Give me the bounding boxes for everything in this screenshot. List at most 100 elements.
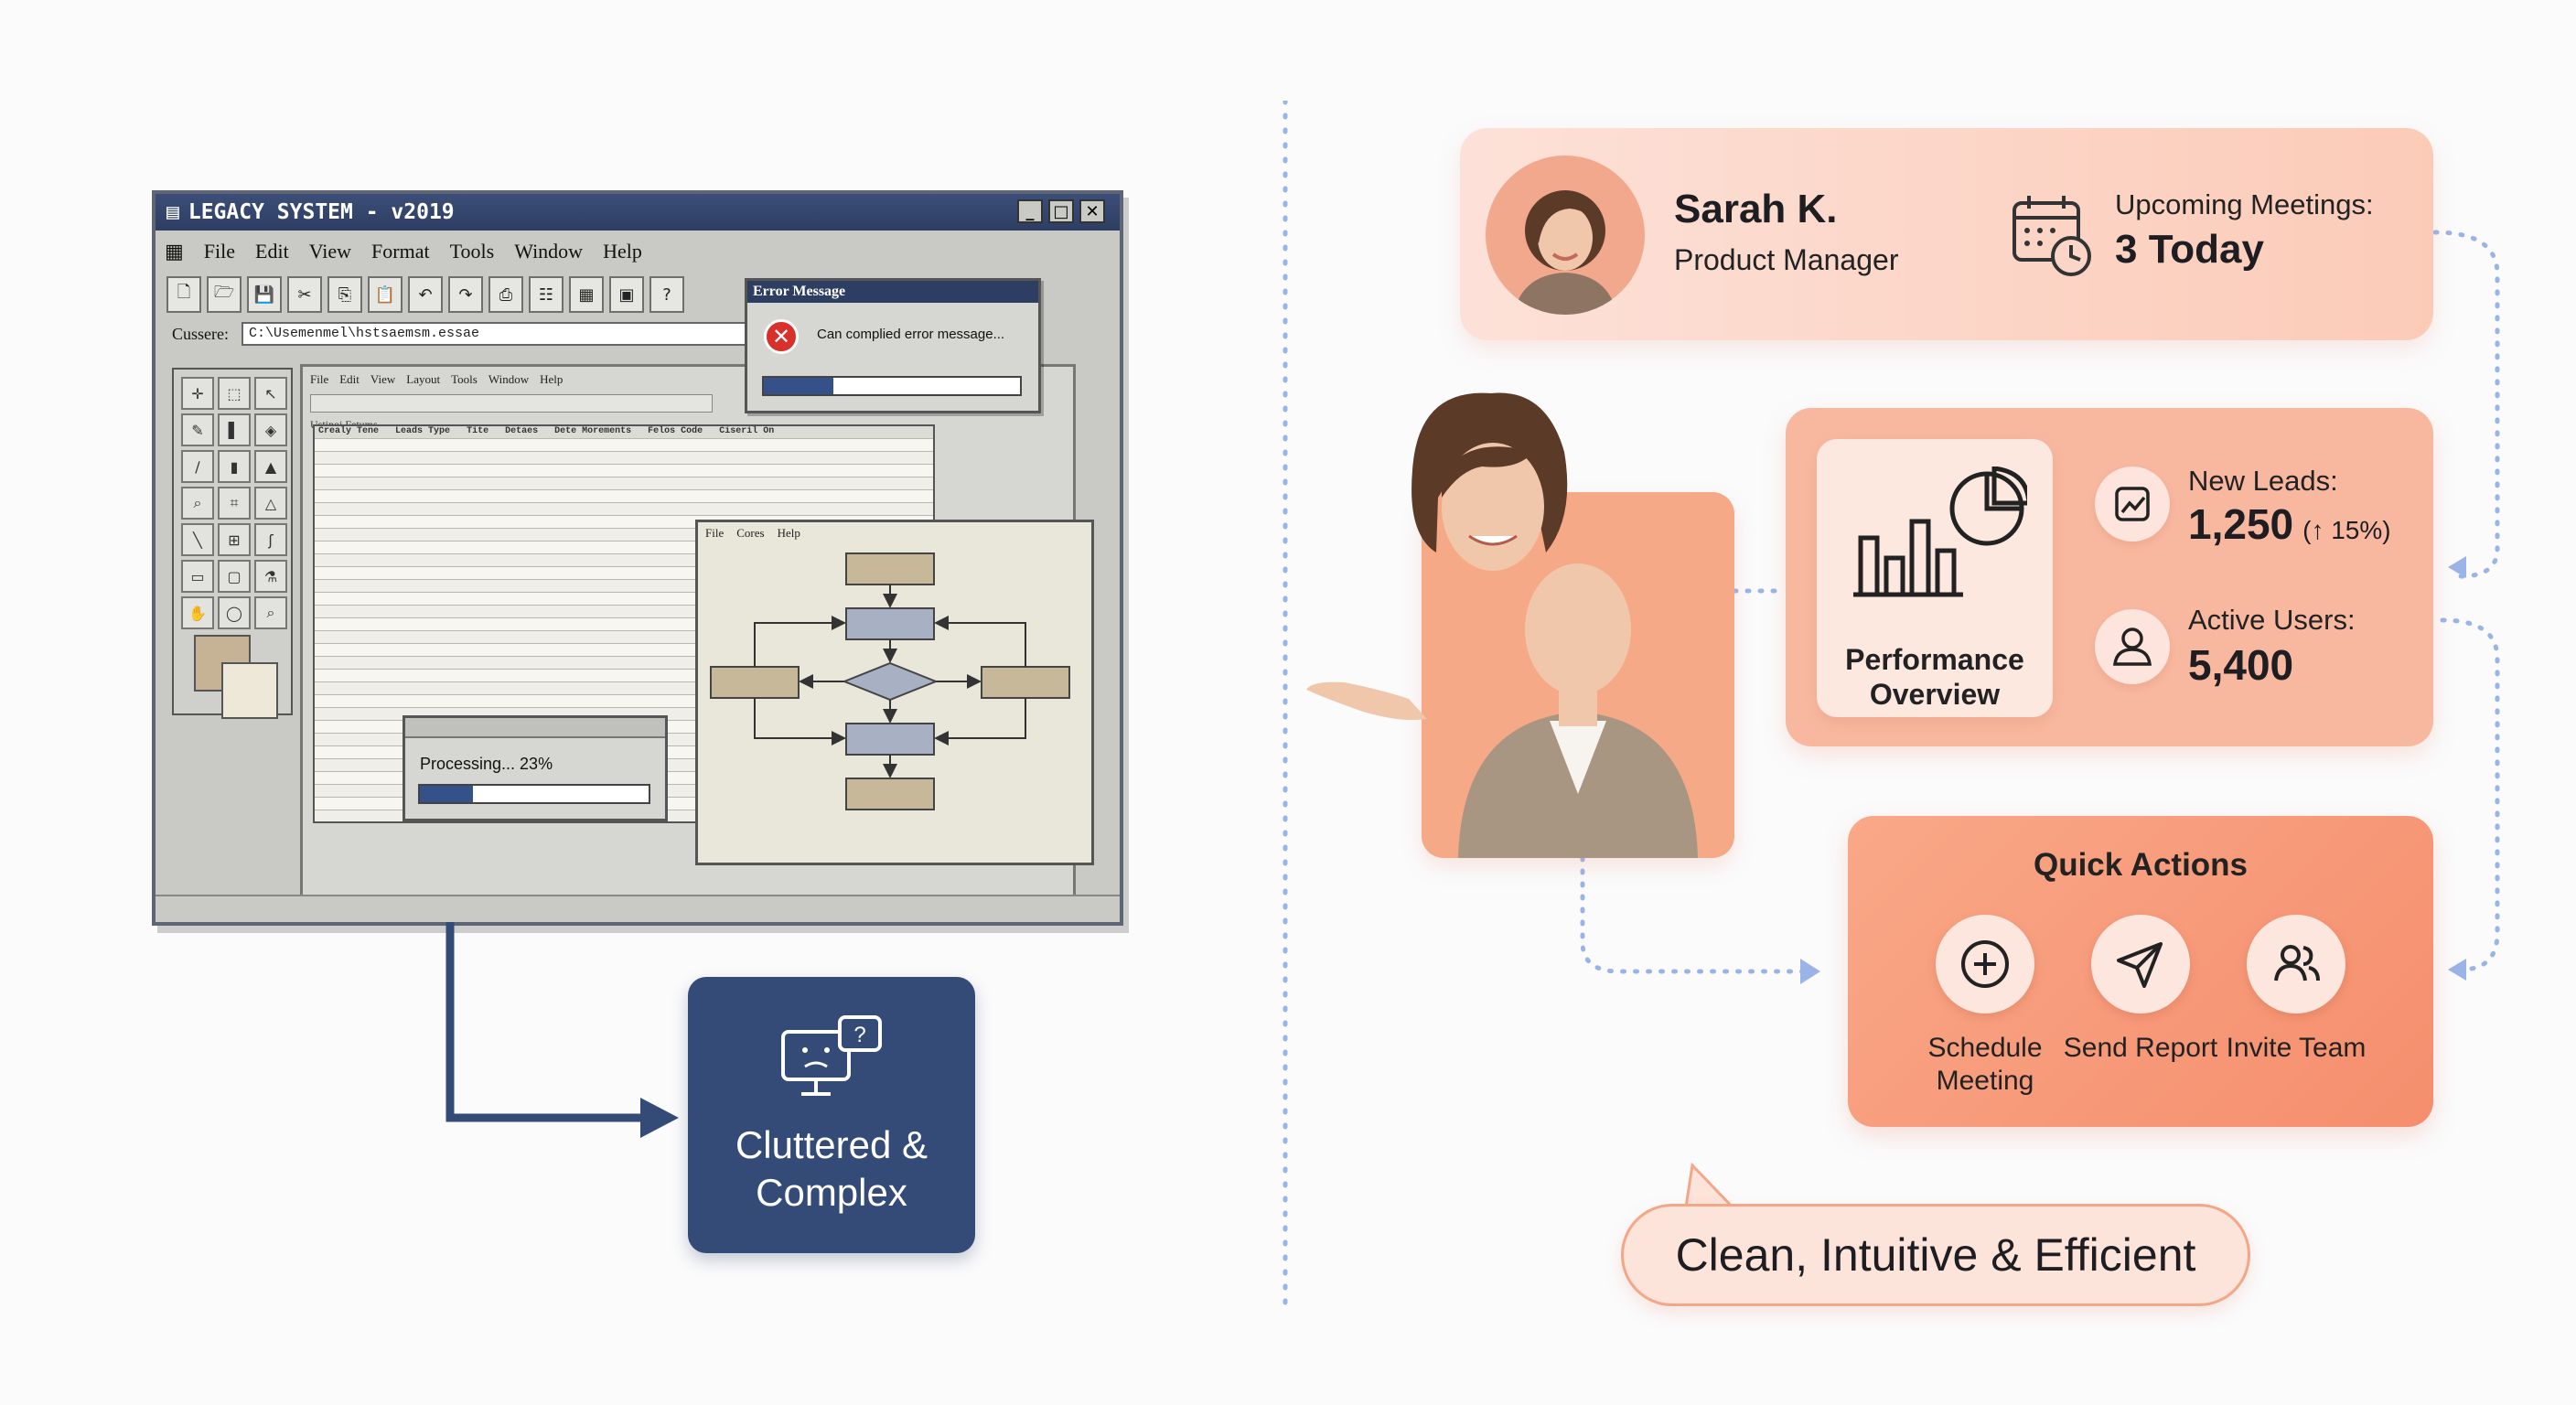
send-icon[interactable] (2091, 915, 2190, 1014)
tagline-bubble: Clean, Intuitive & Efficient (1621, 1204, 2250, 1306)
sheet-header: Felos Code (648, 426, 703, 436)
legacy-window: ▤ LEGACY SYSTEM - v2019 _ □ ✕ ▦ File Edi… (152, 190, 1123, 926)
hand-tool-icon[interactable]: ✋ (181, 596, 214, 629)
invite-team-action[interactable]: Invite Team (2214, 915, 2378, 1065)
speech-tool-icon[interactable]: ◯ (218, 596, 251, 629)
inner-menu-help[interactable]: Help (540, 372, 564, 386)
print-icon[interactable]: ⎙ (488, 276, 523, 313)
legacy-status-bar (156, 895, 1120, 922)
bucket-tool-icon[interactable]: ⚗ (254, 560, 287, 593)
legacy-title-bar: ▤ LEGACY SYSTEM - v2019 _ □ ✕ (156, 194, 1120, 231)
inner-menu-window[interactable]: Window (488, 372, 530, 386)
flow-menu-bar: File Cores Help (705, 526, 800, 541)
menu-format[interactable]: Format (371, 240, 430, 263)
inner-menu-tools[interactable]: Tools (451, 372, 478, 386)
brush-tool-icon[interactable]: ▌ (218, 413, 251, 446)
new-leads-change: (↑ 15%) (2302, 516, 2391, 544)
table-row[interactable] (315, 452, 933, 465)
plus-circle-icon[interactable] (1936, 915, 2034, 1014)
save-icon[interactable]: 💾 (247, 276, 282, 313)
users-icon[interactable] (2247, 915, 2345, 1014)
quick-actions-title: Quick Actions (2033, 847, 2249, 883)
zoom-tool-icon[interactable]: ⌕ (181, 487, 214, 520)
flow-start-box (845, 552, 935, 585)
flow-decision-diamond (842, 661, 939, 702)
flow-step-box (845, 723, 935, 756)
invite-team-label: Invite Team (2226, 1033, 2367, 1063)
network-icon[interactable]: ☷ (529, 276, 564, 313)
cut-icon[interactable]: ✂ (287, 276, 322, 313)
table-row[interactable] (315, 490, 933, 503)
rect-tool-icon[interactable]: ▭ (181, 560, 214, 593)
fill-tool-icon[interactable]: ◈ (254, 413, 287, 446)
eraser-tool-icon[interactable]: ▮ (218, 450, 251, 483)
frame-tool-icon[interactable]: ▢ (218, 560, 251, 593)
error-icon: ✕ (764, 319, 799, 354)
curve-tool-icon[interactable]: ʃ (254, 523, 287, 556)
legacy-menu-bar: ▦ File Edit View Format Tools Window Hel… (165, 240, 642, 263)
flow-menu-file[interactable]: File (705, 526, 724, 540)
table-row[interactable] (315, 503, 933, 516)
undo-icon[interactable]: ↶ (408, 276, 443, 313)
crop-tool-icon[interactable]: ⌗ (218, 487, 251, 520)
line-tool-icon[interactable]: ╲ (181, 523, 214, 556)
calendar-icon[interactable]: ▣ (609, 276, 644, 313)
lasso-tool-icon[interactable]: ↖ (254, 377, 287, 410)
menu-edit[interactable]: Edit (255, 240, 289, 263)
menu-view[interactable]: View (308, 240, 352, 263)
inner-menu-edit[interactable]: Edit (339, 372, 360, 386)
cluttered-label: Cluttered & Complex (735, 1123, 928, 1214)
calendar-clock-icon (2012, 196, 2091, 276)
table-row[interactable] (315, 465, 933, 477)
paste-icon[interactable]: 📋 (368, 276, 402, 313)
table-row[interactable] (315, 477, 933, 490)
inner-menu-file[interactable]: File (310, 372, 329, 386)
active-users-value: 5,400 (2188, 641, 2294, 689)
new-file-icon[interactable]: 🗋 (166, 276, 201, 313)
new-leads-row: 1,250 (↑ 15%) (2188, 499, 2391, 549)
sheet-header-row: Crealy Tene Leads Type Tite Detaes Dete … (315, 426, 933, 439)
pencil-tool-icon[interactable]: ✎ (181, 413, 214, 446)
inner-menu-layout[interactable]: Layout (406, 372, 441, 386)
maximize-button[interactable]: □ (1048, 199, 1074, 223)
metrics-card: Performance Overview New Leads: 1,250 (↑… (1786, 408, 2433, 746)
minimize-button[interactable]: _ (1017, 199, 1043, 223)
menu-tools[interactable]: Tools (449, 240, 495, 263)
menu-file[interactable]: File (203, 240, 236, 263)
menu-window[interactable]: Window (514, 240, 584, 263)
menu-help[interactable]: Help (603, 240, 642, 263)
table-row[interactable] (315, 439, 933, 452)
sheet-header: Leads Type (395, 426, 451, 436)
flow-menu-cores[interactable]: Cores (736, 526, 765, 540)
redo-icon[interactable]: ↷ (448, 276, 483, 313)
tool-palette: ✛ ⬚ ↖ ✎ ▌ ◈ ∕ ▮ ▲ ⌕ ⌗ △ ╲ ⊞ ʃ ▭ ▢ ⚗ ✋ ◯ (172, 368, 293, 719)
magnifier-tool-icon[interactable]: ⌕ (254, 596, 287, 629)
copy-icon[interactable]: ⎘ (327, 276, 362, 313)
close-button[interactable]: ✕ (1079, 199, 1105, 223)
marquee-tool-icon[interactable]: ⬚ (218, 377, 251, 410)
flowchart-window: File Cores Help (695, 520, 1094, 865)
grid-tool-icon[interactable]: ⊞ (218, 523, 251, 556)
help-icon[interactable]: ? (649, 276, 684, 313)
flow-menu-help[interactable]: Help (777, 526, 800, 540)
performance-overview-tile[interactable]: Performance Overview (1817, 439, 2053, 717)
schedule-meeting-label: Schedule Meeting (1927, 1033, 2043, 1096)
schedule-meeting-action[interactable]: Schedule Meeting (1903, 915, 2067, 1098)
background-color-swatch[interactable] (221, 662, 278, 719)
profile-role: Product Manager (1674, 243, 1899, 276)
open-folder-icon[interactable]: 🗁 (207, 276, 242, 313)
svg-text:?: ? (853, 1023, 865, 1047)
stamp-tool-icon[interactable]: ▲ (254, 450, 287, 483)
path-input[interactable]: C:\Usemenmel\hstsaemsm.essae (242, 322, 772, 346)
shape-tool-icon[interactable]: △ (254, 487, 287, 520)
send-report-label: Send Report (2063, 1033, 2218, 1063)
pen-tool-icon[interactable]: ∕ (181, 450, 214, 483)
confused-monitor-icon: ? (781, 1015, 882, 1096)
error-dialog: Error Message ✕ Can complied error messa… (745, 278, 1041, 413)
select-tool-icon[interactable]: ✛ (181, 377, 214, 410)
table-icon[interactable]: ▦ (569, 276, 604, 313)
center-divider (1283, 101, 1288, 1308)
flow-connectors (1580, 230, 2500, 984)
inner-menu-view[interactable]: View (370, 372, 396, 386)
send-report-action[interactable]: Send Report (2058, 915, 2223, 1065)
